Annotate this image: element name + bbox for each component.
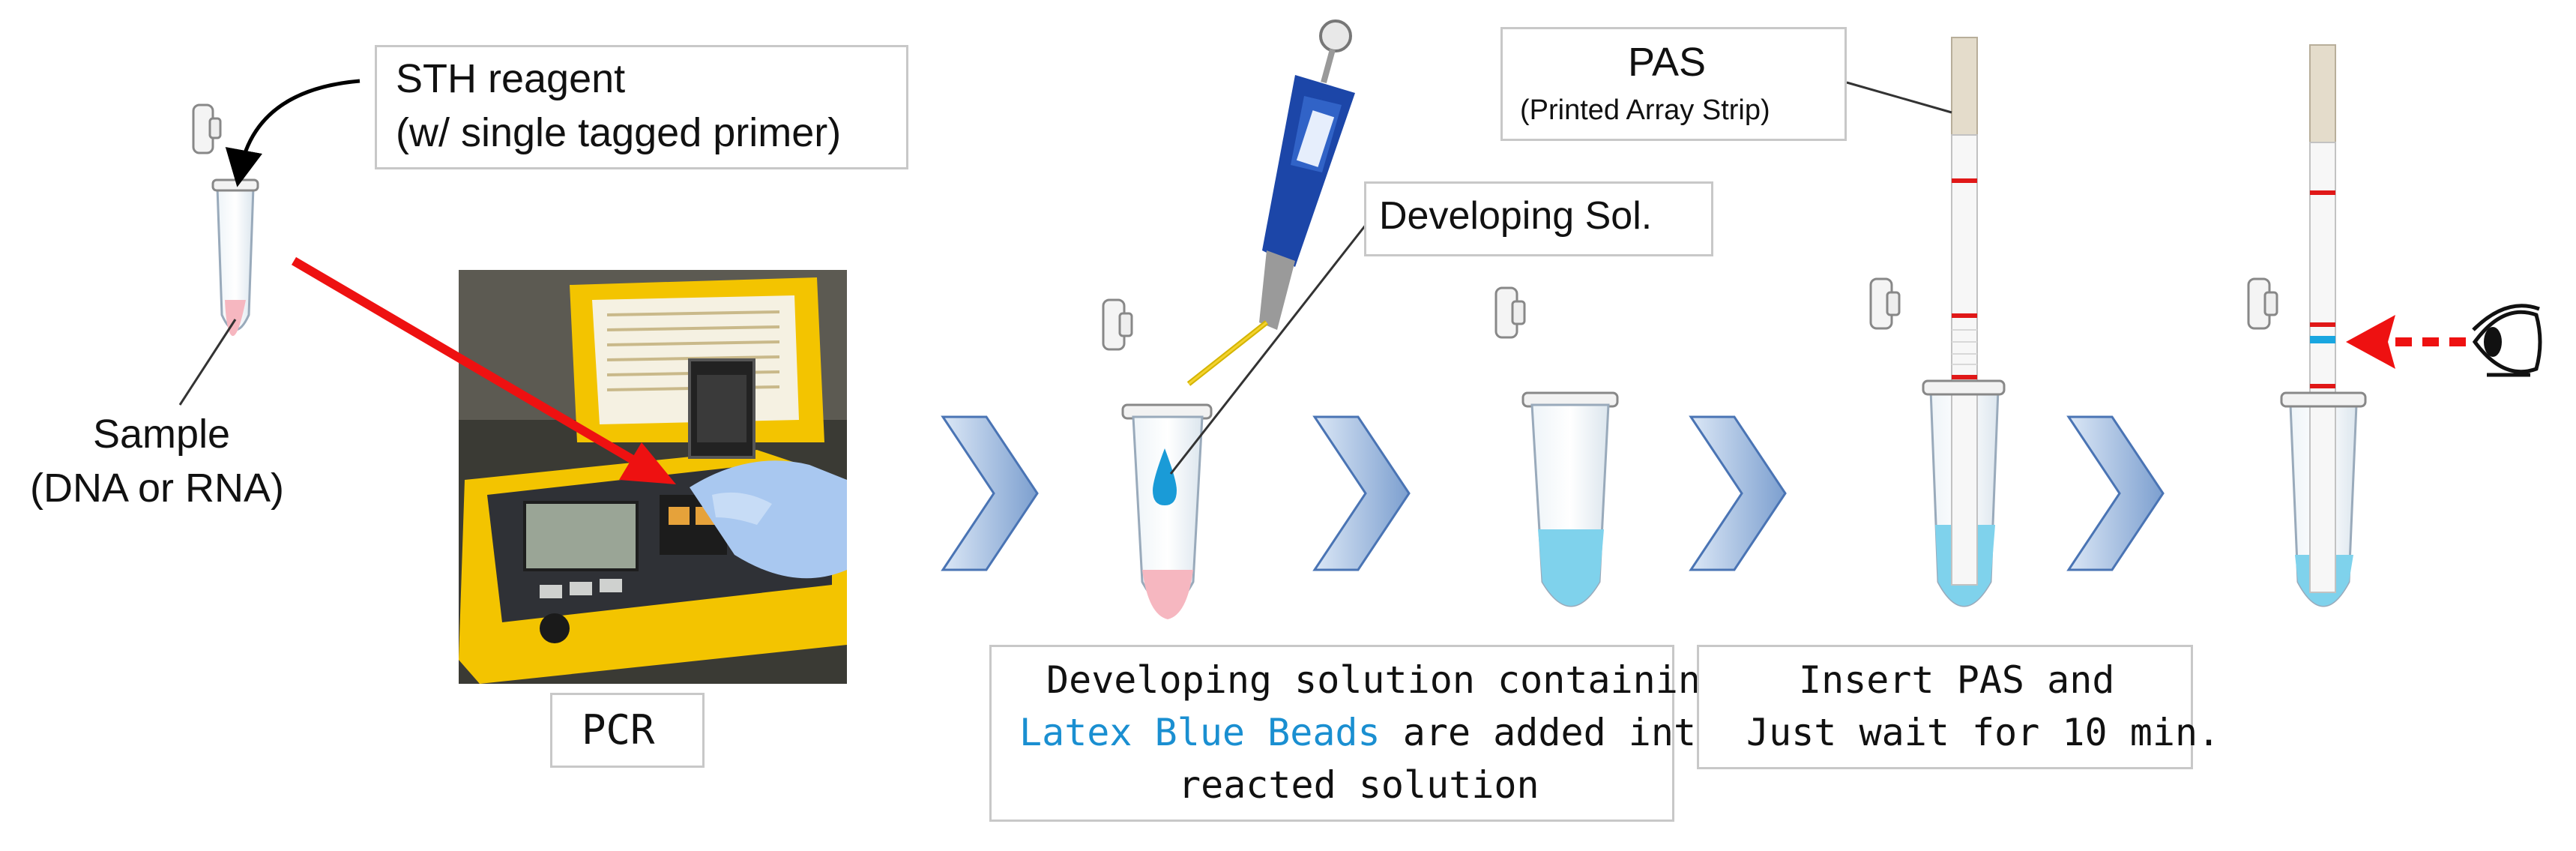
chevron-arrow-icon [1689,415,1787,571]
step4-line2: Just wait for 10 min. [1746,711,2221,754]
developing-sol-label: Developing Sol. [1379,194,1653,238]
step3-line1: Developing solution containing [1046,658,1724,702]
red-arrow-icon [291,256,676,484]
step4-line1: Insert PAS and [1799,658,2115,702]
pipette-icon [1186,19,1355,386]
pas-title: PAS [1628,40,1707,85]
test-strip-icon [1869,37,2006,607]
pcr-label-box [550,693,705,768]
sample-pointer-line [178,319,237,406]
sth-reagent-box [375,45,908,169]
sth-reagent-sublabel: (w/ single tagged primer) [396,110,842,155]
pas-label-box [1500,27,1847,141]
test-strip-icon [2247,44,2367,607]
sample-label: Sample [93,412,231,457]
blue-drop-icon [1153,448,1177,505]
latex-blue-beads-highlight: Latex Blue Beads [1019,711,1381,754]
chevron-arrow-icon [941,415,1039,571]
sample-tube-icon [192,103,259,337]
developing-sol-pointer-line [1169,217,1373,475]
microtube-icon [1102,298,1213,619]
pas-subtitle: (Printed Array Strip) [1520,94,1770,126]
chevron-arrow-icon [2066,415,2165,571]
sample-sublabel: (DNA or RNA) [30,466,285,511]
sth-reagent-label: STH reagent [396,56,626,101]
step4-description-box [1697,645,2193,769]
eye-icon [2472,304,2542,377]
step3-line2-rest: are added into [1380,711,1719,754]
pas-pointer-line [1846,81,1952,114]
chevron-arrow-icon [1312,415,1411,571]
step3-description-box [989,645,1674,822]
step3-line2: Latex Blue Beads are added into [1019,711,1719,754]
step3-line3: reacted solution [1178,763,1539,807]
developing-sol-box [1364,181,1713,256]
microtube-icon [1494,286,1619,607]
pcr-label: PCR [582,706,655,754]
red-dashed-arrow-icon [2346,315,2466,369]
sth-curved-arrow-icon [225,79,361,187]
